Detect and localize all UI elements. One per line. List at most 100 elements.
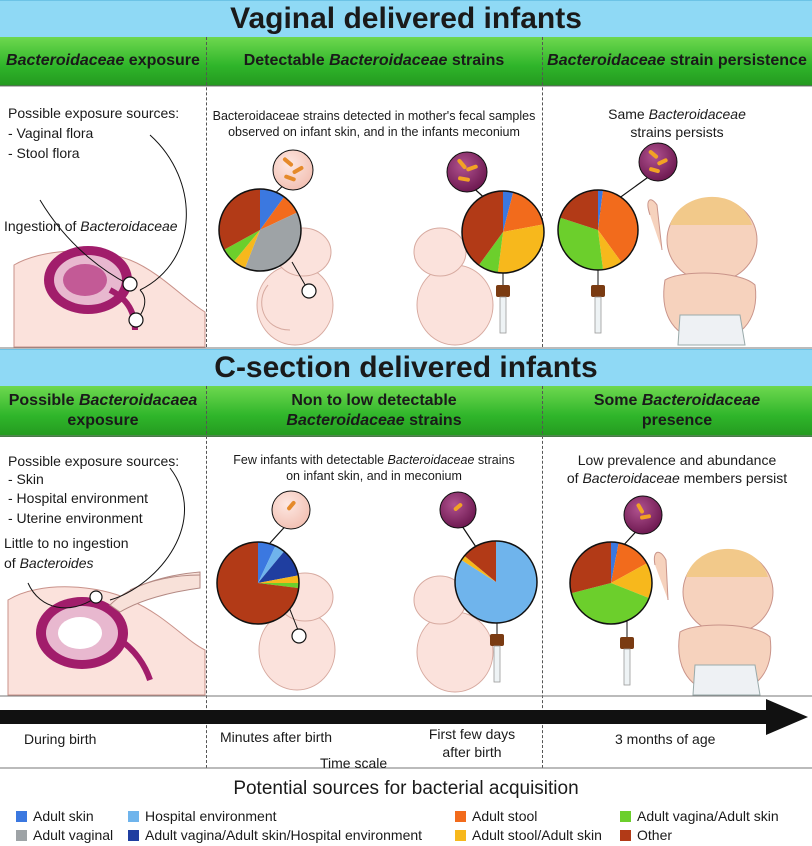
vaginal-title-band: Vaginal delivered infants xyxy=(0,0,812,38)
csection-col3-header: Some Bacteroidaceae presence xyxy=(593,392,761,429)
pie-slice xyxy=(217,542,299,624)
pie-slice xyxy=(497,224,545,273)
legend-item: Adult vaginal xyxy=(16,827,113,843)
pie-slice xyxy=(258,583,299,589)
pie-slice xyxy=(570,542,611,594)
column-divider xyxy=(206,386,207,768)
csection-col2-header: Non to low detectable Bacteroidaceae str… xyxy=(286,392,462,429)
pie-slice xyxy=(233,230,260,269)
pie-slice xyxy=(224,230,260,262)
legend-swatch xyxy=(620,811,631,822)
infant-3months-illustration xyxy=(647,196,758,346)
legend-swatch xyxy=(620,830,631,841)
legend-item: Other xyxy=(620,827,672,843)
pie-slice xyxy=(260,189,285,230)
pie-slice xyxy=(503,192,544,232)
time-scale-label: Time scale xyxy=(320,755,388,771)
pie-outline xyxy=(216,541,300,625)
sample-tube-icon xyxy=(490,622,504,683)
vaginal-persist-text: Same Bacteroidaceae strains persists xyxy=(608,106,746,140)
legend-swatch xyxy=(16,811,27,822)
legend-swatch xyxy=(455,811,466,822)
vaginal-mother-illustration xyxy=(13,134,206,348)
csection-exposure-item: - Hospital environment xyxy=(8,490,149,506)
csection-ingestion-label: Little to no ingestion of Bacteroides xyxy=(4,535,129,571)
pie-slice xyxy=(571,583,650,625)
legend-swatch xyxy=(455,830,466,841)
csection-exposure-item: - Uterine environment xyxy=(8,510,143,526)
sample-tube-icon xyxy=(591,262,605,334)
timeline-first-days: First few days after birth xyxy=(428,726,516,760)
vaginal-col3-header: Bacteroidaceae strain persistence xyxy=(547,52,807,69)
pie-slice xyxy=(478,232,503,273)
pie-outline xyxy=(218,188,302,272)
pie-slice xyxy=(258,575,299,583)
pie-slice xyxy=(598,230,622,270)
pie-slice xyxy=(611,541,619,583)
pie-slice xyxy=(258,542,276,583)
legend-item: Adult vagina/Adult skin xyxy=(620,808,779,824)
pie-outline xyxy=(569,541,653,625)
csection-low-text: Low prevalence and abundance of Bacteroi… xyxy=(566,452,788,486)
pie-slice xyxy=(559,190,598,230)
legend-item: Adult stool/Adult skin xyxy=(455,827,602,843)
vaginal-exposure-title: Possible exposure sources: xyxy=(8,105,180,121)
timeline-arrow xyxy=(0,699,808,735)
skin-sample-marker xyxy=(291,628,307,644)
csection-3months-bubble xyxy=(609,495,663,561)
legend-item: Hospital environment xyxy=(128,808,277,824)
vaginal-ingestion-label: Ingestion of Bacteroidaceae xyxy=(4,218,178,234)
pie-outline xyxy=(461,190,545,274)
csection-title: C-section delivered infants xyxy=(214,351,598,384)
vaginal-exposure-item: - Vaginal flora xyxy=(8,125,94,141)
infant-newborn-illustration xyxy=(413,227,494,346)
legend-item: Adult skin xyxy=(16,808,94,824)
legend-item: Adult stool xyxy=(455,808,537,824)
timeline-three-months: 3 months of age xyxy=(615,731,716,747)
csection-exposure-title: Possible exposure sources: xyxy=(8,453,180,469)
pie-slice xyxy=(218,189,260,250)
pie-slice xyxy=(260,196,298,230)
vaginal-detected-text: Bacteroidaceae strains detected in mothe… xyxy=(212,109,536,139)
csection-title-band: C-section delivered infants xyxy=(0,349,812,387)
pie-slice xyxy=(611,563,653,599)
column-divider xyxy=(542,386,543,768)
legend-swatch xyxy=(16,830,27,841)
legend-title: Potential sources for bacterial acquisit… xyxy=(233,778,579,799)
pie-slice xyxy=(461,555,496,582)
pie-slice xyxy=(598,190,604,230)
pie-slice xyxy=(503,191,514,232)
legend-swatch xyxy=(128,830,139,841)
pie-slice xyxy=(464,541,496,582)
infant-newborn-illustration xyxy=(413,575,494,693)
vaginal-meconium-bubble xyxy=(446,151,491,204)
csection-few-text: Few infants with detectable Bacteroidace… xyxy=(233,453,515,483)
pie-slice xyxy=(258,545,285,583)
vaginal-col1-header: Bacteroidaceae exposure xyxy=(6,52,200,69)
timeline-during-birth: During birth xyxy=(24,731,97,747)
infant-3months-illustration xyxy=(653,548,774,696)
vaginal-col2-header: Detectable Bacteroidaceae strains xyxy=(243,52,505,69)
csection-col1-header: Possible Bacteroidacaea exposure xyxy=(8,392,198,429)
csection-exposure-item: - Skin xyxy=(8,471,44,487)
vaginal-title: Vaginal delivered infants xyxy=(230,2,582,35)
csection-mother-illustration xyxy=(7,467,206,696)
column-divider xyxy=(542,37,543,347)
sample-tube-icon xyxy=(496,262,510,334)
pie-slice xyxy=(598,190,638,263)
legend-swatch xyxy=(128,811,139,822)
csection-meconium-bubble xyxy=(439,491,479,551)
pie-slice xyxy=(461,191,503,266)
pie-slice xyxy=(455,541,538,623)
csection-skin-bubble xyxy=(269,490,311,544)
pie-outline xyxy=(454,540,538,624)
timeline-minutes-after: Minutes after birth xyxy=(220,729,333,745)
csection-header-bar xyxy=(0,386,812,437)
pie-slice xyxy=(258,551,299,583)
pie-slice xyxy=(244,212,302,271)
pie-charts xyxy=(216,188,653,625)
pie-outline xyxy=(557,189,639,271)
column-divider xyxy=(206,37,207,347)
vaginal-exposure-item: - Stool flora xyxy=(8,145,80,161)
